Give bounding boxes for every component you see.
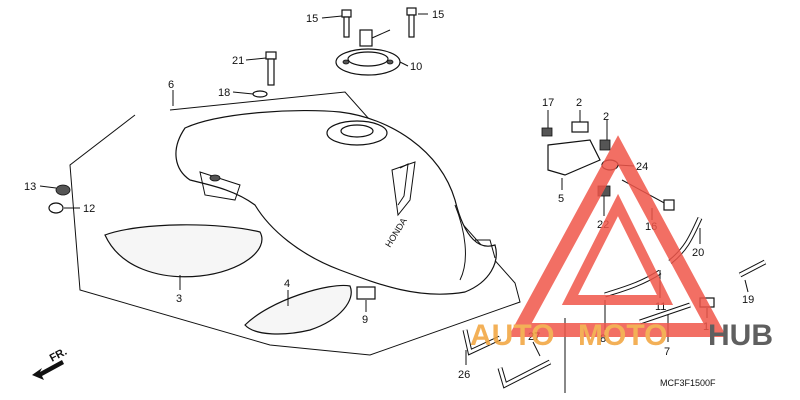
- diagram-code: MCF3F1500F: [660, 378, 716, 388]
- bracket-5: [547, 139, 601, 176]
- automotohub-watermark: AUTO MOTO HUB: [470, 135, 773, 352]
- label-10: 10: [410, 61, 422, 73]
- fuel-cap-assembly: [335, 29, 401, 76]
- label-2-left: 2: [576, 97, 582, 109]
- watermark-text-hub: HUB: [708, 319, 773, 352]
- label-17: 17: [542, 97, 554, 109]
- label-15-left: 15: [306, 13, 318, 25]
- label-5: 5: [558, 193, 564, 205]
- label-24: 24: [636, 161, 648, 173]
- label-26: 26: [458, 369, 470, 381]
- label-4: 4: [284, 278, 290, 290]
- bolt-15-right: [406, 7, 417, 38]
- label-13: 13: [24, 181, 36, 193]
- clip-9: [356, 286, 376, 300]
- label-6: 6: [168, 79, 174, 91]
- label-9: 9: [362, 314, 368, 326]
- cushion-12: [48, 202, 64, 214]
- nut-17: [541, 127, 553, 137]
- label-2-right: 2: [603, 111, 609, 123]
- direction-label: FR.: [48, 346, 69, 365]
- watermark-text-moto: MOTO: [578, 319, 667, 352]
- label-8: 8: [600, 333, 606, 345]
- fuel-tank: HONDA: [175, 109, 497, 295]
- watermark-text-auto: AUTO: [470, 319, 554, 352]
- label-19: 19: [742, 294, 754, 306]
- side-pad-3: [104, 224, 263, 278]
- collar-2-left: [571, 121, 589, 133]
- collar-2-right: [599, 139, 611, 151]
- bolt-15-left: [341, 9, 352, 38]
- label-12: 12: [83, 203, 95, 215]
- label-11: 11: [655, 301, 666, 313]
- cushion-13: [55, 184, 71, 196]
- label-21: 21: [232, 55, 244, 67]
- label-15-right: 15: [432, 9, 444, 21]
- bolt-21: [265, 51, 277, 86]
- label-7: 7: [664, 346, 670, 358]
- fuel-cap-key: [359, 29, 373, 47]
- label-3: 3: [176, 293, 182, 305]
- side-pad-4: [244, 284, 352, 335]
- front-direction-arrow: FR.: [32, 346, 69, 380]
- label-20: 20: [692, 247, 704, 259]
- label-18: 18: [218, 87, 230, 99]
- watermark-inner-triangle: [561, 193, 674, 305]
- watermark-triangle: [508, 135, 727, 337]
- washer-18: [252, 90, 268, 98]
